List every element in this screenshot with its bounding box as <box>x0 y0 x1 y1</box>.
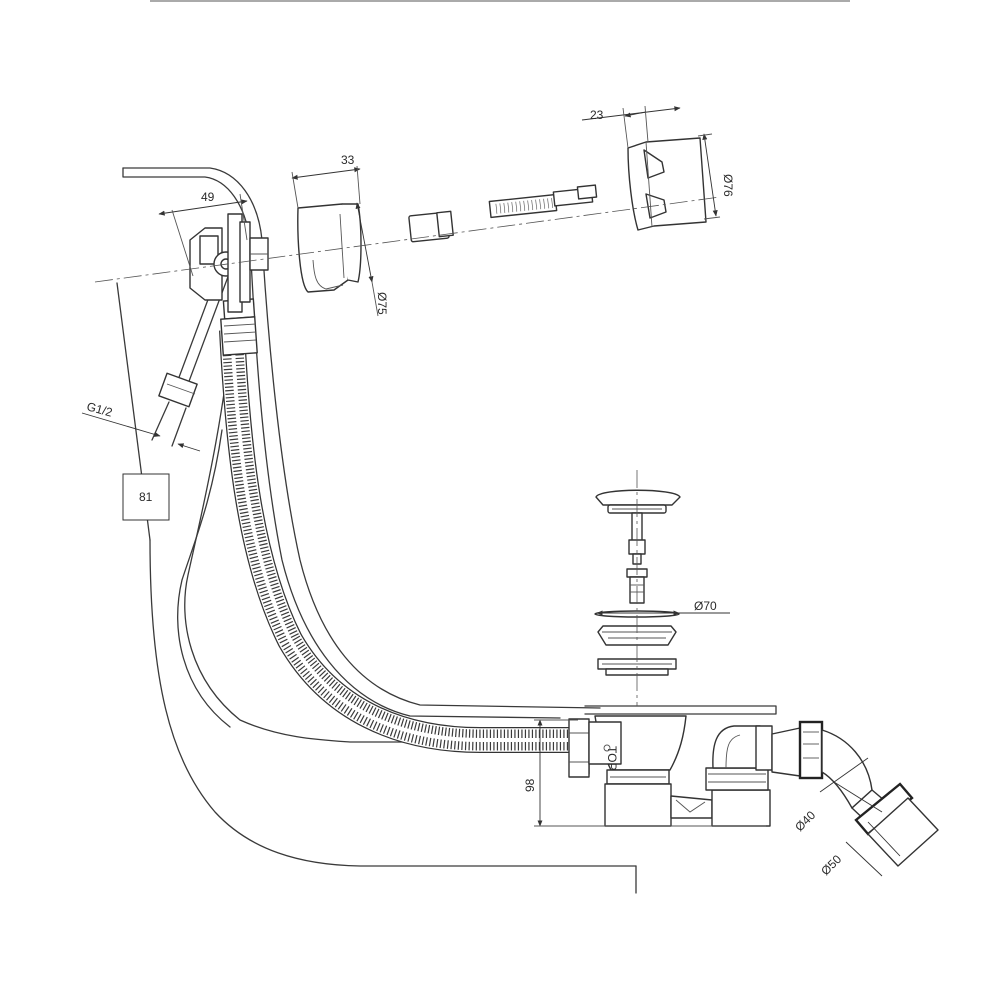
dimension-diameter-40-label: Ø40 <box>792 808 818 834</box>
dimension-23: 23 <box>581 105 681 149</box>
spindle-rod <box>488 184 598 219</box>
dimension-g12: G1/2 <box>81 399 201 452</box>
dimension-diameter-70-label: Ø70 <box>694 599 717 613</box>
dimension-81-box <box>122 473 170 521</box>
dimension-diameter-70: Ø70 <box>596 599 730 616</box>
dimension-diameter-50-label: Ø50 <box>818 852 844 878</box>
dimension-49: 49 <box>158 190 248 277</box>
cartridge-sleeve <box>408 210 454 243</box>
overflow-body <box>189 213 269 313</box>
dimension-diameter-75-label: Ø75 <box>375 292 389 315</box>
dimension-98-label: 98 <box>523 778 537 792</box>
dimension-diameter-76-label: Ø76 <box>721 174 735 197</box>
dimension-81: 81 <box>122 473 170 521</box>
overflow-rosette <box>297 203 362 293</box>
dimension-diameter-76: Ø76 <box>697 133 735 220</box>
corrugated-hose <box>219 329 578 753</box>
hose-end-fitting: TOP <box>568 718 622 778</box>
overflow-centerline <box>94 196 721 283</box>
dimension-98: 98 <box>523 719 766 827</box>
dimension-diameter-75: Ø75 <box>355 202 389 317</box>
dimension-33-label: 33 <box>341 153 355 167</box>
outlet-elbow <box>771 720 939 867</box>
drain-plug-cap <box>595 489 681 514</box>
overflow-knob <box>627 137 707 231</box>
drain-body <box>594 715 773 827</box>
dimension-23-label: 23 <box>590 108 604 122</box>
dimension-33: 33 <box>291 153 361 209</box>
dimension-g12-label: G1/2 <box>85 399 114 419</box>
dimension-49-label: 49 <box>201 190 215 204</box>
dimension-81-label: 81 <box>139 490 153 504</box>
svg-text:TOP: TOP <box>605 746 619 770</box>
